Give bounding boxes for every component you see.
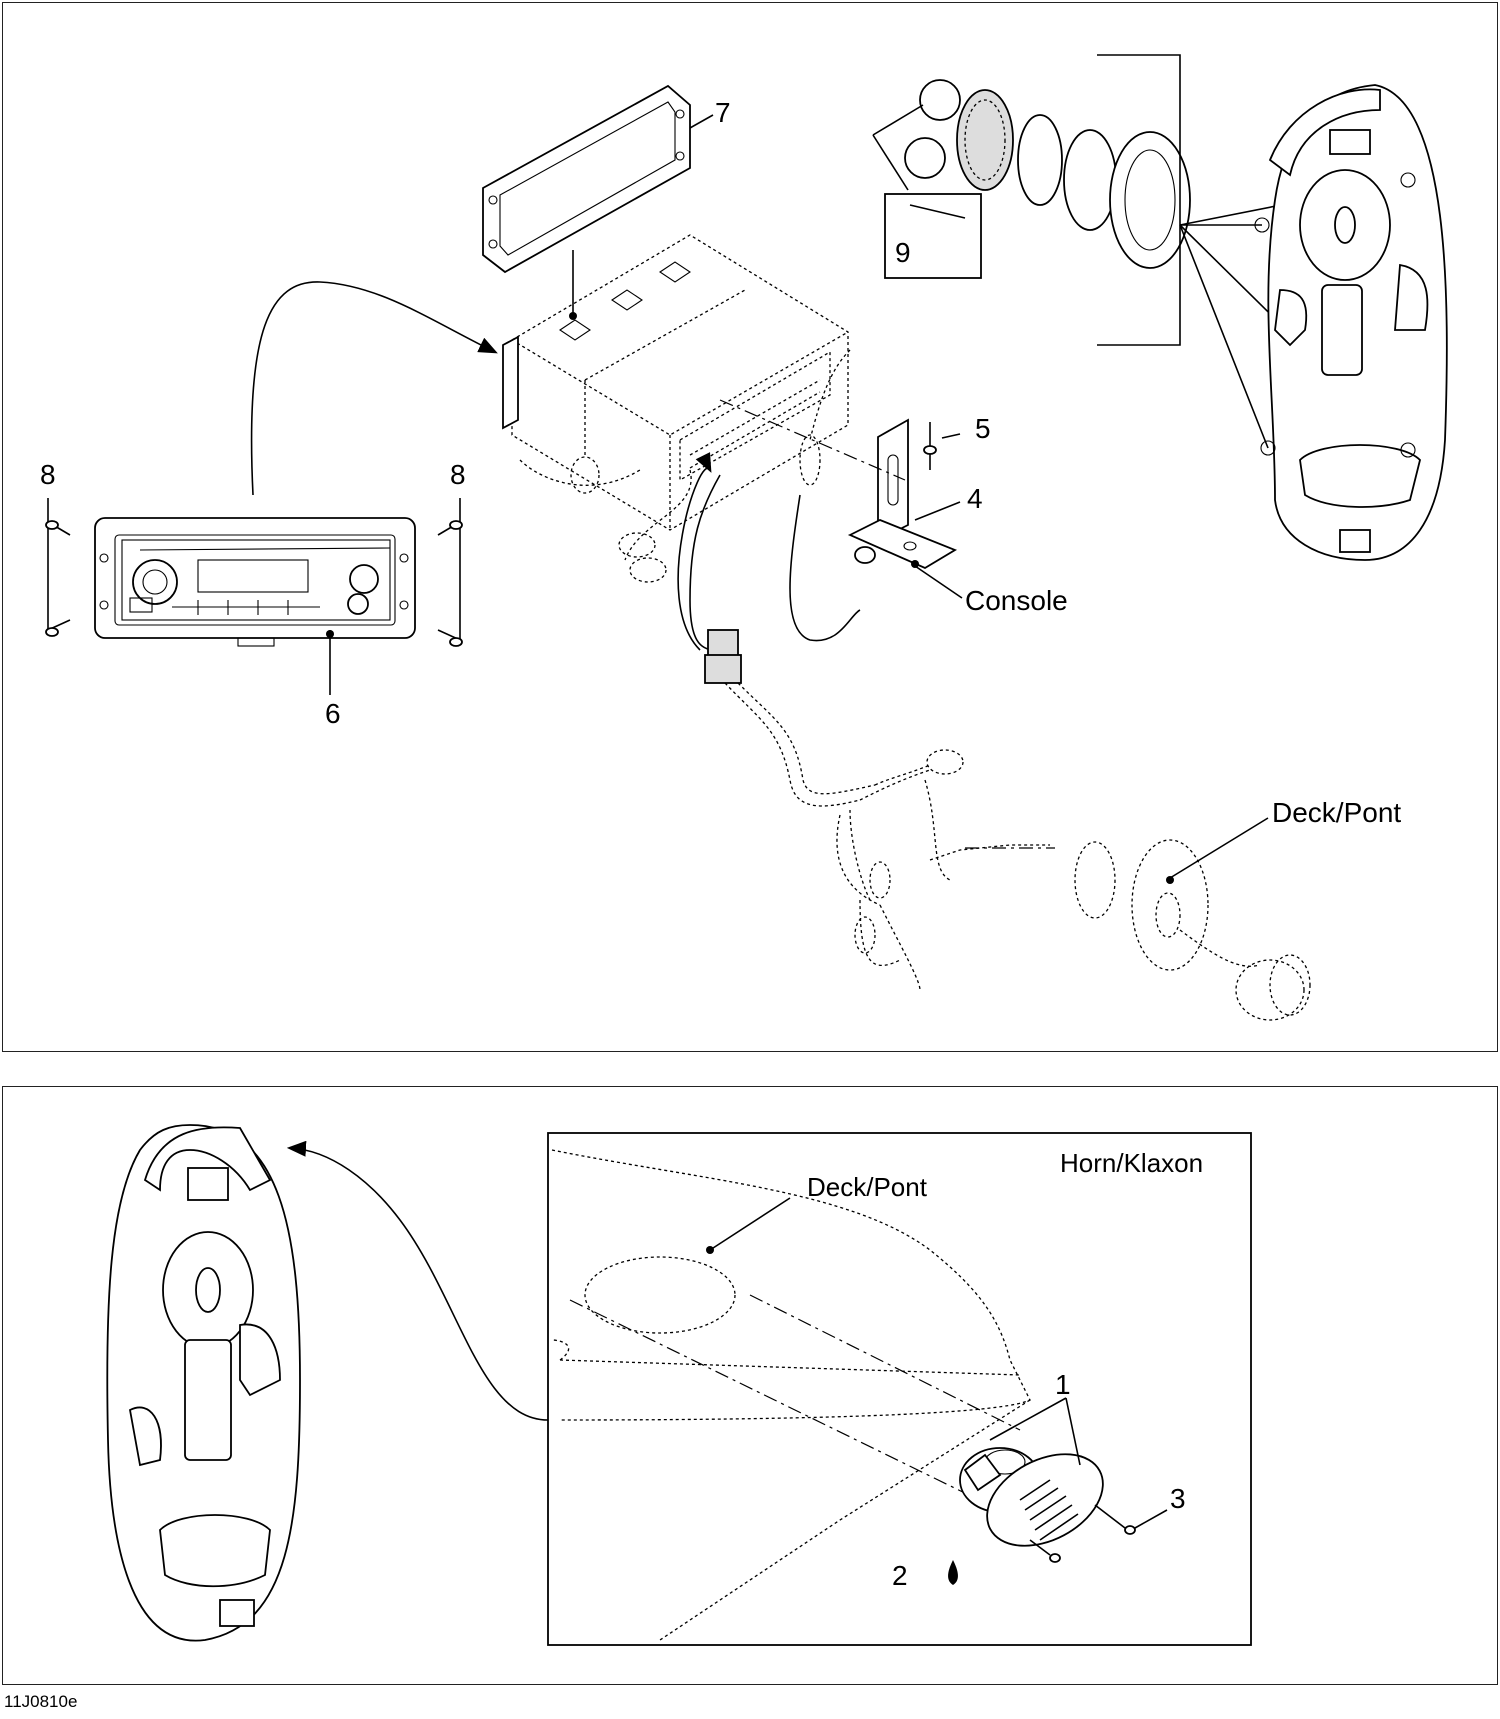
horn-inset-title: Horn/Klaxon xyxy=(1060,1148,1203,1178)
radio-wires xyxy=(519,349,861,651)
screw-set-left xyxy=(45,498,71,637)
horn-inset-frame xyxy=(547,1132,1252,1646)
deck-label-top: Deck/Pont xyxy=(1272,797,1401,828)
bolt xyxy=(923,422,937,470)
bracket xyxy=(847,418,958,570)
callout-9: 9 xyxy=(895,237,911,268)
horn-unit xyxy=(959,1447,1136,1563)
callout-8-right: 8 xyxy=(450,459,466,490)
watercraft-hull-bottom xyxy=(106,1124,301,1642)
callout-4: 4 xyxy=(967,483,983,514)
screw-set-right xyxy=(437,498,463,647)
radio-housing xyxy=(502,234,849,531)
console-label: Console xyxy=(965,585,1068,616)
frame-gasket xyxy=(482,84,691,274)
deck-outline xyxy=(551,1149,1031,1641)
callout-1: 1 xyxy=(1055,1369,1071,1400)
callout-3: 3 xyxy=(1170,1483,1186,1514)
callout-2: 2 xyxy=(892,1560,908,1591)
deck-label-bottom: Deck/Pont xyxy=(807,1172,928,1202)
watercraft-hull xyxy=(1254,84,1448,561)
callout-5: 5 xyxy=(975,413,991,444)
callout-8-left: 8 xyxy=(40,459,56,490)
speaker-assembly xyxy=(884,79,1191,279)
callout-7: 7 xyxy=(715,97,731,128)
callout-6: 6 xyxy=(325,698,341,729)
wiring-harness xyxy=(704,629,1311,1021)
figure-code: 11J0810e xyxy=(4,1692,78,1711)
radio-head-unit xyxy=(94,517,416,647)
